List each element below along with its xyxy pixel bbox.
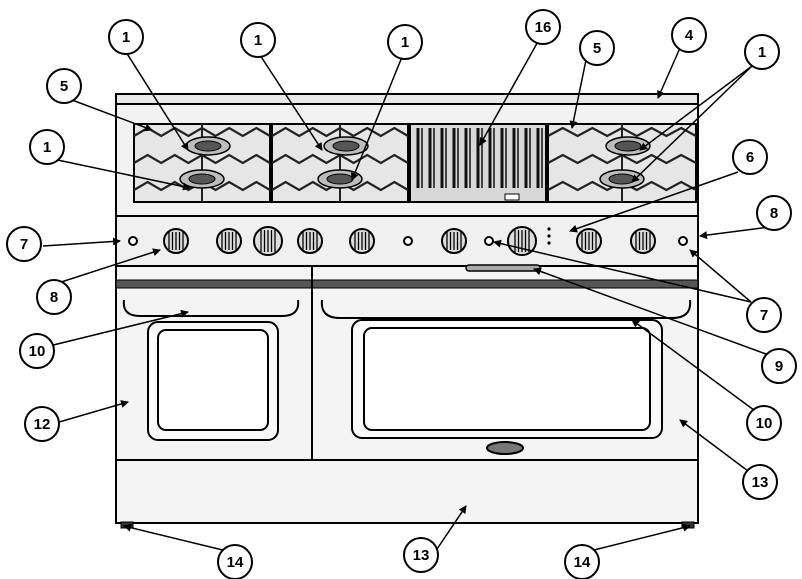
backguard [115, 93, 699, 105]
ignition-dots [547, 227, 551, 245]
callout-label: 14 [574, 554, 591, 571]
callout-label: 16 [535, 19, 552, 36]
indicator-light-left [128, 236, 138, 246]
callout-label: 7 [20, 236, 28, 253]
burner-knob [349, 228, 375, 254]
burner-knob [576, 228, 602, 254]
callout-label: 5 [60, 78, 68, 95]
callout-5: 5 [579, 30, 615, 66]
callout-label: 13 [752, 474, 769, 491]
burner-knob [297, 228, 323, 254]
callout-1: 1 [108, 19, 144, 55]
burner-knob [253, 226, 283, 256]
burner [185, 136, 231, 156]
oven-light-slot [465, 264, 541, 272]
callout-10: 10 [746, 405, 782, 441]
callout-8: 8 [756, 195, 792, 231]
oven-top-rail [115, 279, 699, 289]
kick-panel [115, 459, 699, 524]
callout-1: 1 [744, 34, 780, 70]
callout-10: 10 [19, 333, 55, 369]
callout-7: 7 [6, 226, 42, 262]
callout-4: 4 [671, 17, 707, 53]
callout-8: 8 [36, 279, 72, 315]
large-oven-door [320, 299, 692, 455]
callout-label: 12 [34, 416, 51, 433]
callout-label: 13 [413, 547, 430, 564]
callout-label: 14 [227, 554, 244, 571]
burner-knob [441, 228, 467, 254]
grill-section [409, 123, 547, 203]
control-knobs [163, 226, 656, 256]
small-oven-handle [122, 299, 300, 317]
callout-12: 12 [24, 406, 60, 442]
burner [599, 169, 645, 189]
brand-badge [486, 441, 524, 455]
callout-label: 4 [685, 27, 694, 44]
small-oven-door [122, 299, 300, 441]
callout-7: 7 [746, 297, 782, 333]
burner-grates [133, 123, 697, 203]
indicator-light-mid-right [484, 236, 494, 246]
burner-knob [216, 228, 242, 254]
large-oven-handle [320, 299, 692, 319]
callout-label: 1 [122, 29, 130, 46]
callout-9: 9 [761, 348, 797, 384]
callout-label: 9 [775, 358, 783, 375]
burner [605, 136, 651, 156]
callout-label: 8 [50, 289, 58, 306]
callout-label: 10 [756, 415, 773, 432]
callout-5: 5 [46, 68, 82, 104]
burner-knob [163, 228, 189, 254]
callout-14: 14 [217, 544, 253, 579]
indicator-light-right [678, 236, 688, 246]
callout-label: 1 [401, 34, 409, 51]
callout-1: 1 [29, 129, 65, 165]
indicator-light-center [403, 236, 413, 246]
callout-6: 6 [732, 139, 768, 175]
grate-1 [133, 123, 271, 203]
callout-label: 5 [593, 40, 601, 57]
callout-label: 7 [760, 307, 768, 324]
callout-label: 6 [746, 149, 754, 166]
callout-13: 13 [742, 464, 778, 500]
callout-14: 14 [564, 544, 600, 579]
grate-3 [547, 123, 697, 203]
callout-label: 8 [770, 205, 778, 222]
callout-16: 16 [525, 9, 561, 45]
callout-label: 1 [758, 44, 766, 61]
callout-13: 13 [403, 537, 439, 573]
burner [323, 136, 369, 156]
burner [179, 169, 225, 189]
burner-knob [507, 226, 537, 256]
burner-knob [630, 228, 656, 254]
callout-label: 1 [254, 32, 262, 49]
callout-label: 10 [29, 343, 46, 360]
grate-2 [271, 123, 409, 203]
callout-label: 1 [43, 139, 51, 156]
callout-bubbles: 1 1 1 1 1 16 5 5 4 6 7 7 8 8 9 10 10 12 13 13 14 14 [6, 9, 797, 579]
callout-1: 1 [387, 24, 423, 60]
callout-1: 1 [240, 22, 276, 58]
